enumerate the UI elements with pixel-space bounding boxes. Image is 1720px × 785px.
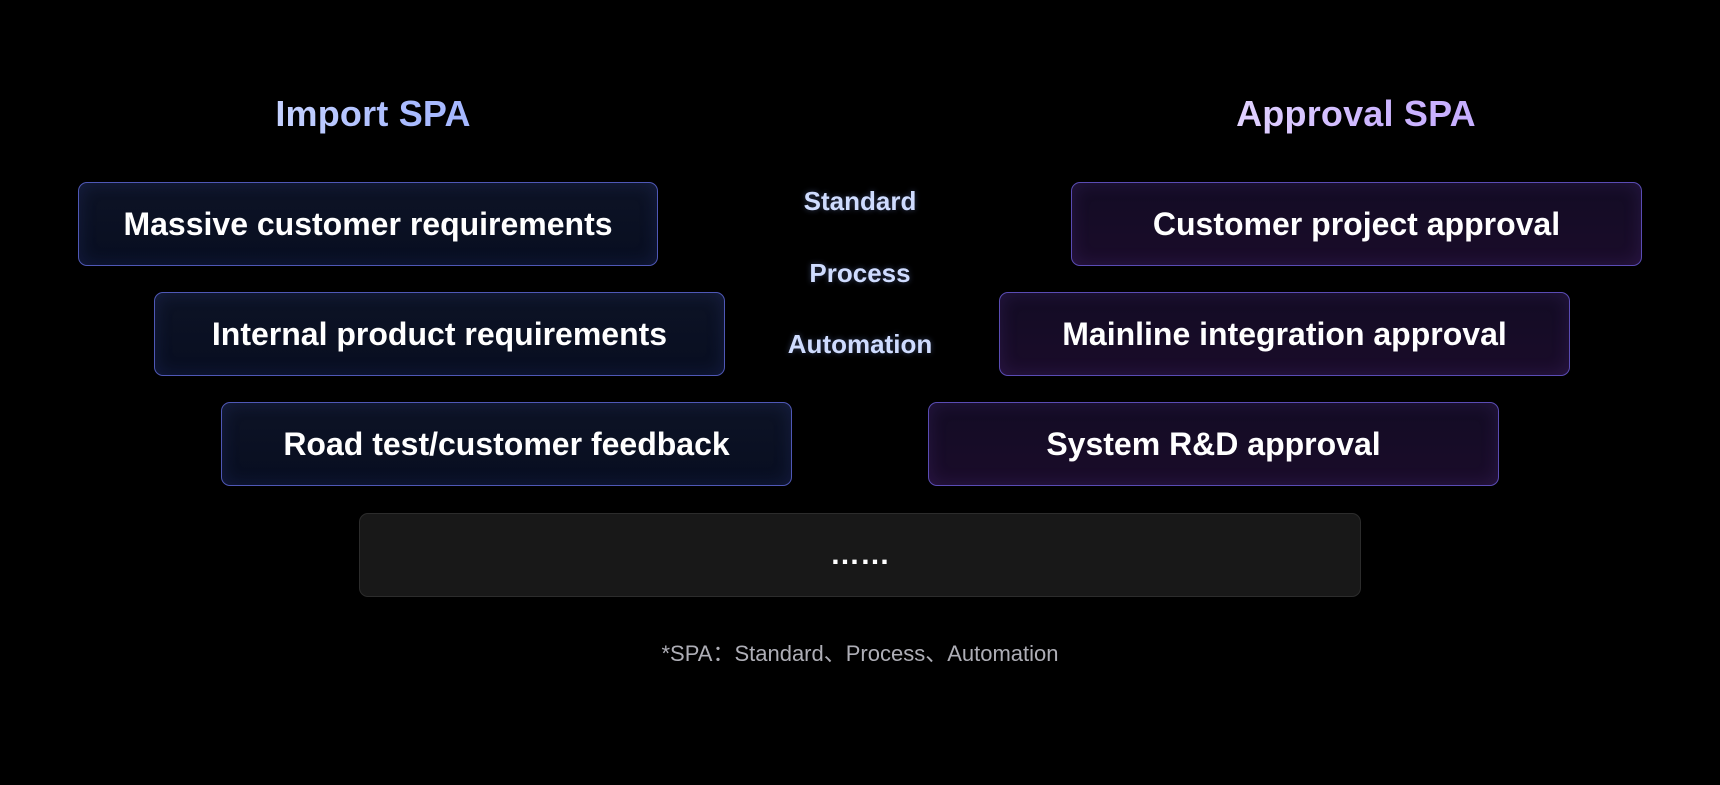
import-item-label: Road test/customer feedback (283, 425, 730, 462)
more-items-box: …… (359, 513, 1361, 597)
approval-item-label: Mainline integration approval (1062, 315, 1507, 352)
approval-item-customer-project: Customer project approval (1071, 182, 1642, 266)
approval-item-mainline-integration: Mainline integration approval (999, 292, 1570, 376)
spa-footnote: *SPA：Standard、Process、Automation (661, 641, 1059, 666)
approval-spa-heading: Approval SPA (1156, 90, 1556, 138)
middle-word-automation: Automation (787, 329, 933, 359)
ellipsis-text: …… (830, 538, 890, 571)
middle-word-process: Process (809, 258, 911, 288)
approval-item-label: System R&D approval (1046, 425, 1381, 462)
middle-word-standard: Standard (803, 186, 917, 216)
import-item-label: Massive customer requirements (123, 205, 613, 242)
approval-item-system-rd: System R&D approval (928, 402, 1499, 486)
import-item-road-test-feedback: Road test/customer feedback (221, 402, 792, 486)
import-spa-heading: Import SPA (173, 90, 573, 138)
import-item-customer-requirements: Massive customer requirements (78, 182, 658, 266)
import-item-product-requirements: Internal product requirements (154, 292, 725, 376)
approval-item-label: Customer project approval (1152, 205, 1561, 242)
import-item-label: Internal product requirements (211, 315, 668, 352)
